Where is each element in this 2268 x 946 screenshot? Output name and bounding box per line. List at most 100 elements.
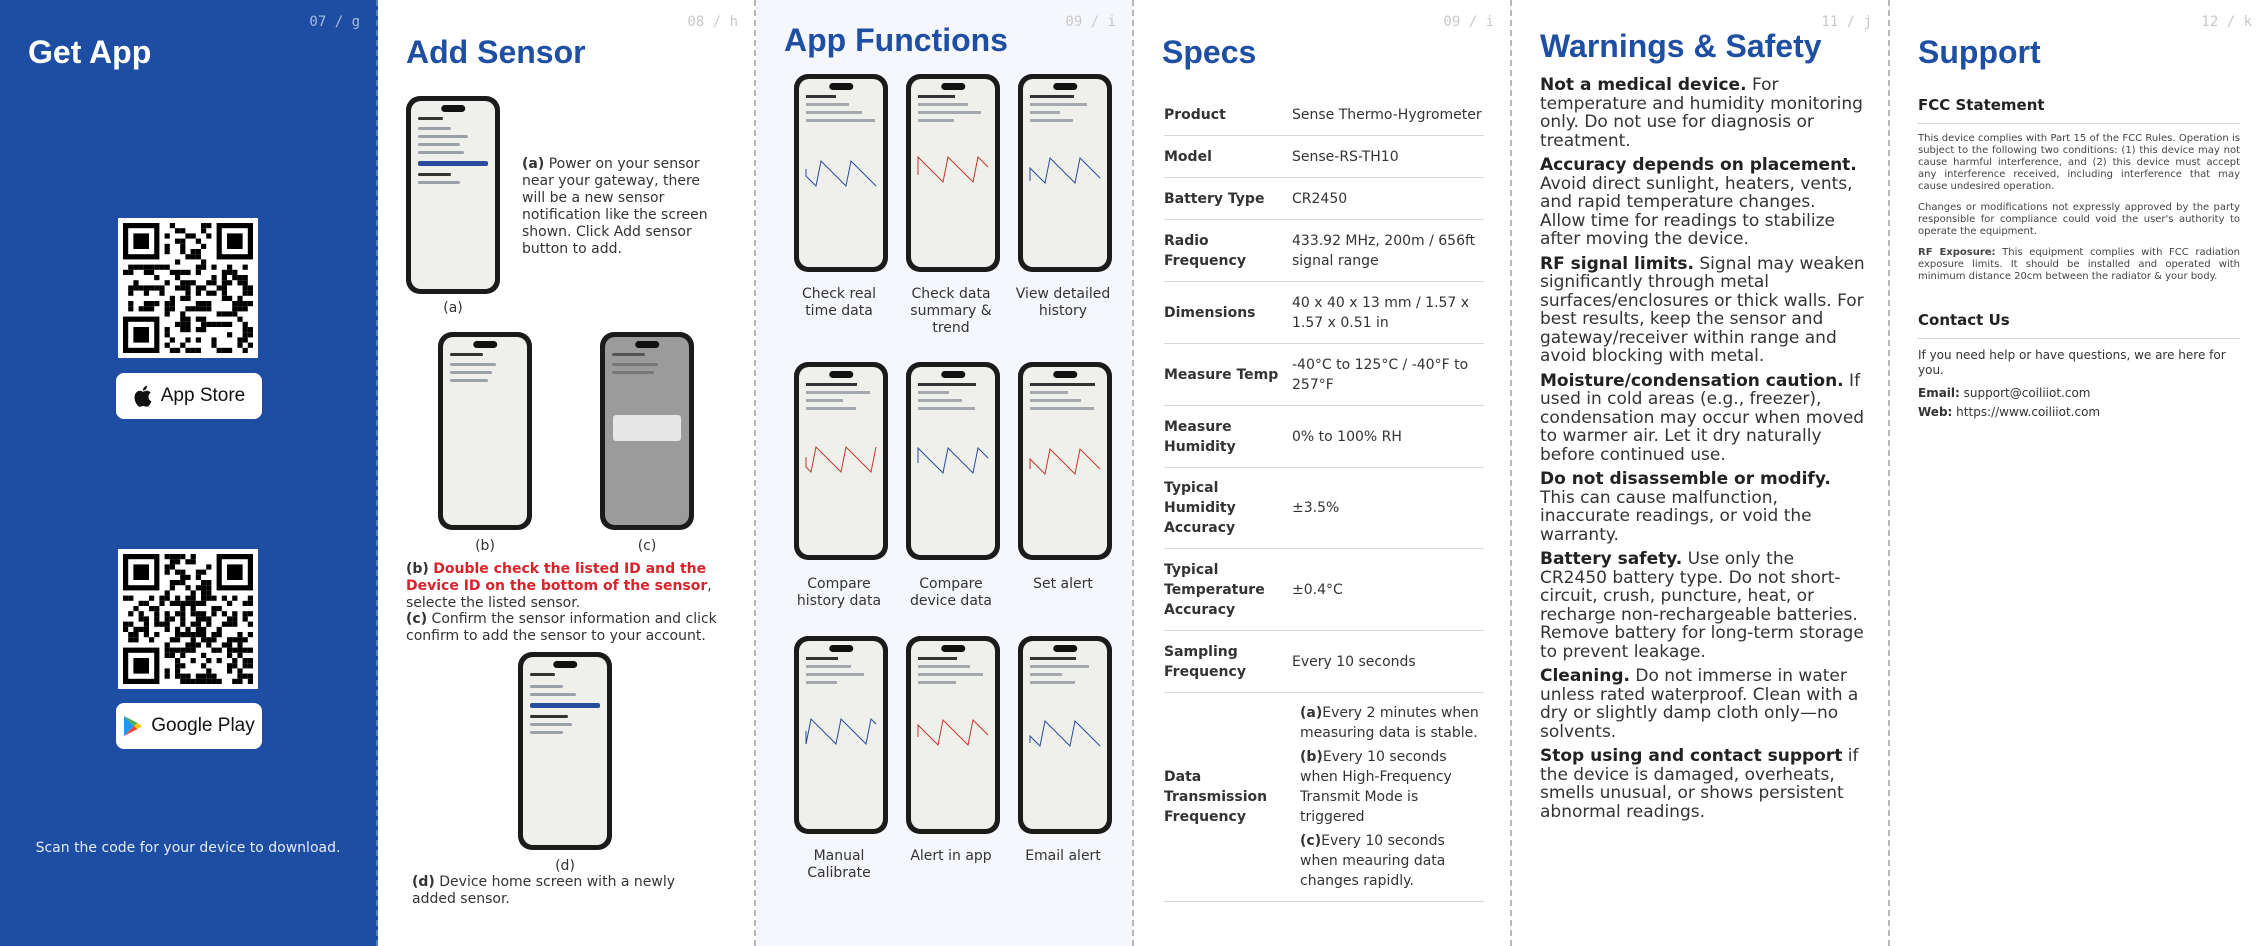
google-play-qr-code[interactable] bbox=[118, 549, 258, 689]
item-label: (b) bbox=[1300, 749, 1323, 765]
spec-row: Typical Humidity Accuracy±3.5% bbox=[1164, 468, 1484, 549]
spec-row: Product Sense Thermo-Hygrometer bbox=[1164, 94, 1484, 136]
app-store-button[interactable]: App Store bbox=[116, 373, 262, 419]
spec-key: Measure Humidity bbox=[1164, 418, 1236, 455]
item-text: Every 10 seconds when High-Frequency Tra… bbox=[1300, 749, 1452, 825]
transmission-item: (c)Every 10 seconds when meauring data c… bbox=[1292, 831, 1484, 891]
page-number: 07 / g bbox=[309, 14, 360, 30]
page-number: 11 / j bbox=[1821, 14, 1872, 30]
page-number: 08 / h bbox=[687, 14, 738, 30]
spec-value: -40°C to 125°C / -40°F to 257°F bbox=[1292, 356, 1469, 393]
spec-key: Measure Temp bbox=[1164, 366, 1279, 383]
spec-value: Every 10 seconds bbox=[1292, 653, 1416, 670]
spec-value: 433.92 MHz, 200m / 656ft signal range bbox=[1292, 232, 1476, 269]
function-label: Compare device data bbox=[910, 576, 992, 609]
figure-caption: (b) bbox=[475, 538, 495, 554]
apple-icon bbox=[134, 385, 152, 407]
spec-value: 0% to 100% RH bbox=[1292, 428, 1402, 445]
email-line: Email: support@coiliiot.com bbox=[1918, 386, 2240, 401]
google-play-button[interactable]: Google Play bbox=[116, 703, 262, 749]
function-screenshot bbox=[1018, 636, 1112, 834]
screen-graphic bbox=[917, 95, 989, 184]
function-label: Alert in app bbox=[910, 848, 992, 864]
warning-text: For temperature and humidity monitoring … bbox=[1540, 75, 1863, 151]
step-c-text: (c) Confirm the sensor information and c… bbox=[406, 611, 728, 645]
step-body: Device home screen with a newly added se… bbox=[412, 874, 676, 907]
warning-heading: Do not disassemble or modify. bbox=[1540, 469, 1831, 489]
screen-graphic bbox=[805, 383, 877, 474]
screenshot-device-home bbox=[518, 652, 612, 850]
screenshot-confirm-sensor bbox=[600, 332, 694, 530]
spec-value: ±0.4°C bbox=[1292, 581, 1343, 598]
figure-caption: (a) bbox=[443, 300, 463, 316]
contact-heading: Contact Us bbox=[1918, 311, 2240, 339]
app-store-label: App Store bbox=[160, 385, 246, 406]
warning-text: If used in cold areas (e.g., freezer), c… bbox=[1540, 370, 1865, 465]
warning-text: Signal may weaken significantly through … bbox=[1540, 253, 1865, 366]
page-title: Specs bbox=[1162, 34, 1257, 70]
function-label: Check data summary & trend bbox=[910, 286, 992, 336]
page-title: Support bbox=[1918, 34, 2041, 70]
email-link[interactable]: support@coiliiot.com bbox=[1963, 386, 2091, 400]
spec-value: Sense Thermo-Hygrometer bbox=[1292, 106, 1482, 123]
screen-graphic bbox=[1029, 95, 1101, 185]
transmission-item: (a)Every 2 minutes when measuring data i… bbox=[1292, 703, 1484, 743]
spec-row: Measure Humidity 0% to 100% RH bbox=[1164, 406, 1484, 468]
function-screenshot bbox=[794, 74, 888, 272]
spec-value: ±3.5% bbox=[1292, 500, 1340, 516]
step-body: , selecte the listed sensor. bbox=[406, 578, 712, 611]
function-screenshot bbox=[906, 362, 1000, 560]
warning-item: Moisture/condensation caution. If used i… bbox=[1540, 370, 1865, 465]
screenshot-devices-new-sensor bbox=[406, 96, 500, 294]
contact-text: If you need help or have questions, we a… bbox=[1918, 348, 2226, 377]
panel-warnings: 11 / j Warnings & Safety Not a medical d… bbox=[1512, 0, 1890, 946]
warning-heading: RF signal limits. bbox=[1540, 253, 1694, 274]
warning-text: Avoid direct sunlight, heaters, vents, a… bbox=[1540, 173, 1853, 249]
page-title: Get App bbox=[28, 34, 152, 70]
warning-heading: Moisture/condensation caution. bbox=[1540, 370, 1844, 391]
screen-graphic bbox=[1029, 383, 1101, 476]
web-link[interactable]: https://www.coiliiot.com bbox=[1956, 405, 2101, 419]
spec-value: (a)Every 2 minutes when measuring data i… bbox=[1292, 703, 1484, 891]
spec-key: Sampling Frequency bbox=[1164, 643, 1246, 680]
warning-heading: Stop using and contact support bbox=[1540, 746, 1843, 766]
app-store-qr-code[interactable] bbox=[118, 218, 258, 358]
screen-graphic bbox=[1029, 657, 1101, 748]
screen-graphic bbox=[805, 95, 877, 188]
fcc-paragraph: Changes or modifications not expressly a… bbox=[1918, 202, 2240, 237]
spec-row: Sampling Frequency Every 10 seconds bbox=[1164, 631, 1484, 693]
spec-key: Battery Type bbox=[1164, 190, 1265, 207]
step-b-text: (b) Double check the listed ID and the D… bbox=[406, 561, 728, 612]
warning-item: Stop using and contact support if the de… bbox=[1540, 747, 1865, 821]
page-title: Add Sensor bbox=[406, 34, 586, 70]
panel-add-sensor: 08 / h Add Sensor (a) (a) Power on your … bbox=[378, 0, 756, 946]
transmission-item: (b)Every 10 seconds when High-Frequency … bbox=[1292, 747, 1484, 827]
warning-item: Battery safety. Use only the CR2450 batt… bbox=[1540, 550, 1865, 661]
web-label: Web: bbox=[1918, 405, 1953, 419]
warning-item: Cleaning. Do not immerse in water unless… bbox=[1540, 667, 1865, 741]
item-label: (a) bbox=[1300, 705, 1323, 721]
spec-row: Typical Temperature Accuracy±0.4°C bbox=[1164, 549, 1484, 631]
step-a-text: (a) Power on your sensor near your gatew… bbox=[522, 156, 718, 258]
warning-heading: Not a medical device. bbox=[1540, 75, 1747, 95]
figure-caption: (d) bbox=[555, 858, 575, 874]
step-d-text: (d) Device home screen with a newly adde… bbox=[412, 874, 722, 908]
warning-heading: Battery safety. bbox=[1540, 549, 1683, 569]
warning-item: Accuracy depends on placement. Avoid dir… bbox=[1540, 156, 1865, 249]
spec-value: 40 x 40 x 13 mm / 1.57 x 1.57 x 0.51 in bbox=[1292, 294, 1470, 331]
warning-item: Not a medical device. For temperature an… bbox=[1540, 76, 1865, 150]
warning-text: This can cause malfunction, inaccurate r… bbox=[1540, 487, 1812, 545]
spec-value: Sense-RS-TH10 bbox=[1292, 148, 1399, 165]
spec-key: Product bbox=[1164, 106, 1226, 123]
warning-heading: Accuracy depends on placement. bbox=[1540, 155, 1857, 175]
function-screenshot bbox=[794, 362, 888, 560]
function-label: Compare history data bbox=[796, 576, 882, 609]
support-content: FCC Statement This device complies with … bbox=[1918, 96, 2240, 420]
function-screenshot bbox=[794, 636, 888, 834]
figure-caption: (c) bbox=[637, 538, 657, 554]
screen-graphic bbox=[805, 657, 877, 746]
warning-text: if the device is damaged, overheats, sme… bbox=[1540, 746, 1859, 822]
spec-key: Model bbox=[1164, 148, 1212, 165]
